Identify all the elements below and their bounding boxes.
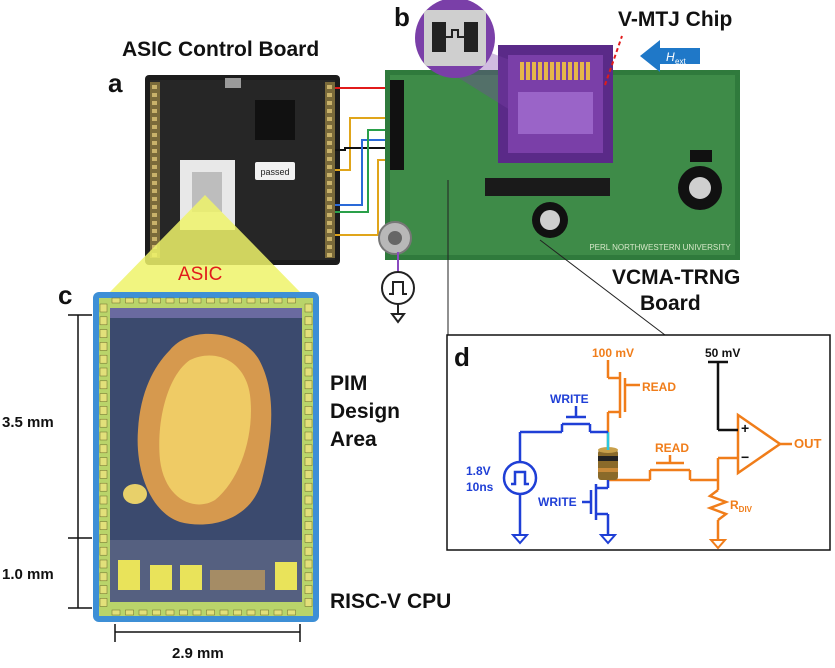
ground-icon (510, 534, 530, 545)
board-passed-sticker: passed (260, 167, 289, 177)
board-footer-text: PERL NORTHWESTERN UNIVERSITY (589, 243, 731, 252)
panel-label-a: a (108, 68, 123, 98)
asic-layout (93, 292, 319, 622)
dimension-lines (68, 314, 301, 642)
v100-label: 100 mV (592, 346, 635, 360)
write-top-label: WRITE (550, 392, 589, 406)
asic-zoom-wedge (110, 195, 300, 292)
vmtj-chip-photo (498, 35, 623, 163)
circuit-panel (446, 334, 831, 551)
vmtj-inset (415, 0, 510, 110)
panel-label-d: d (454, 342, 470, 372)
rdiv-label: RDIV (730, 498, 753, 514)
read-mid-label: READ (655, 441, 690, 455)
panel-label-b: b (394, 2, 410, 32)
pim-label-2: Design (330, 400, 401, 423)
write-bot-label: WRITE (538, 495, 577, 509)
dim-2-9mm: 2.9 mm (172, 645, 224, 662)
dim-1-0mm: 1.0 mm (2, 566, 54, 583)
zoom-lines (447, 180, 666, 336)
ground-icon (708, 539, 728, 550)
src-time-label: 10ns (466, 480, 494, 494)
plus-label: + (741, 420, 750, 436)
src-voltage-label: 1.8V (466, 464, 491, 478)
read-top-label: READ (642, 380, 677, 394)
minus-label: − (741, 449, 750, 465)
out-label: OUT (794, 436, 822, 451)
dim-3-5mm: 3.5 mm (2, 414, 54, 431)
pim-label-1: PIM (330, 372, 368, 395)
svg-text:H: H (666, 50, 675, 64)
pulse-source-icon (381, 252, 415, 324)
vcma-board-title-2: Board (640, 292, 701, 315)
asic-label: ASIC (178, 264, 223, 285)
svg-text:ext: ext (675, 57, 686, 66)
vmtj-chip-title: V-MTJ Chip (618, 8, 733, 31)
asic-board-title: ASIC Control Board (122, 38, 320, 61)
v50-label: 50 mV (705, 346, 741, 360)
riscv-label: RISC-V CPU (330, 590, 452, 613)
hext-arrow-icon: H ext (640, 40, 700, 72)
mtj-device-icon (598, 447, 618, 480)
interconnect-wires (335, 87, 392, 236)
ground-icon (598, 534, 618, 545)
vcma-board-title-1: VCMA-TRNG (612, 266, 741, 289)
panel-label-c: c (58, 280, 73, 310)
pim-label-3: Area (330, 428, 377, 451)
